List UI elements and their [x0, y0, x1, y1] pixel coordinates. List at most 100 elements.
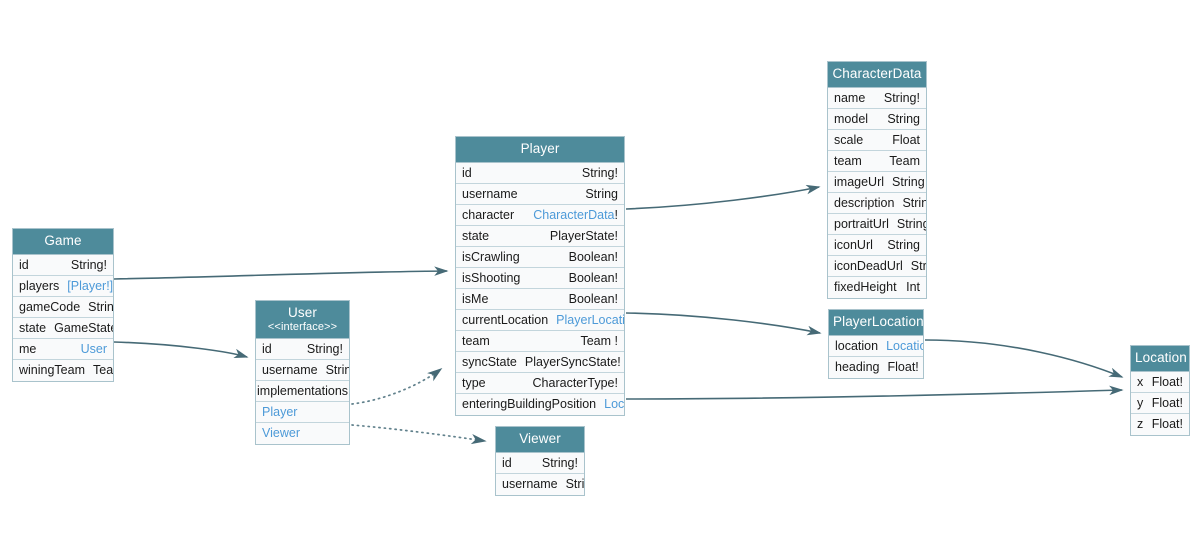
edge-player-currentlocation-to-playerlocation — [625, 312, 822, 336]
field-type: Boolean! — [568, 249, 618, 264]
field-row[interactable]: scale Float — [828, 129, 926, 151]
field-row[interactable]: location Location! — [829, 335, 923, 357]
field-type: GameState! — [54, 320, 113, 335]
field-name: model — [834, 111, 869, 126]
entity-user-name: User — [288, 305, 317, 320]
edge-user-player-implementation — [351, 367, 443, 405]
field-type-link[interactable]: User — [80, 341, 107, 356]
field-row[interactable]: currentLocationPlayerLocation! — [456, 309, 624, 331]
field-type: String — [892, 174, 925, 189]
implementation-row[interactable]: Viewer — [256, 422, 349, 444]
field-type-link[interactable]: Location — [886, 338, 923, 353]
field-name: state — [462, 228, 490, 243]
edge-playerlocation-location-to-location — [924, 339, 1124, 378]
field-name: scale — [834, 132, 864, 147]
field-name: state — [19, 320, 47, 335]
field-name: username — [262, 362, 318, 377]
entity-user-stereotype: <<interface>> — [267, 320, 338, 333]
implementation-link[interactable]: Viewer — [262, 426, 300, 441]
entity-player-title: Player — [456, 137, 624, 163]
entity-playerlocation[interactable]: PlayerLocation locationLocation!headingF… — [828, 309, 924, 379]
field-name: heading — [835, 360, 880, 375]
field-type: String! — [541, 455, 578, 470]
field-row[interactable]: isMe Boolean! — [456, 288, 624, 310]
field-type-link[interactable]: CharacterData — [533, 207, 615, 222]
field-type: String! — [88, 299, 113, 314]
field-name: isMe — [462, 291, 489, 306]
implementations-header: implementations — [256, 380, 349, 402]
field-row[interactable]: id String! — [496, 452, 584, 474]
field-type: CharacterData! — [533, 208, 618, 222]
field-name: x — [1137, 374, 1144, 389]
field-name: location — [835, 338, 879, 353]
field-type: Float — [892, 132, 920, 147]
field-type-link[interactable]: PlayerLocation — [556, 312, 624, 327]
field-row[interactable]: portraitUrlString — [828, 213, 926, 235]
field-row[interactable]: descriptionString — [828, 192, 926, 214]
field-name: players — [19, 278, 60, 293]
field-row[interactable]: gameCode String! — [13, 296, 113, 318]
field-name: winingTeam — [19, 363, 86, 378]
field-type-link[interactable]: [Player!] — [67, 278, 113, 293]
field-row[interactable]: username String — [256, 359, 349, 381]
field-name: id — [502, 455, 512, 470]
field-row[interactable]: state GameState! — [13, 317, 113, 339]
field-row[interactable]: winingTeamTeam — [13, 359, 113, 381]
field-type-link[interactable]: Location — [604, 397, 624, 412]
implementation-link[interactable]: Player — [262, 404, 298, 419]
field-type: Float! — [1151, 395, 1183, 410]
field-type: [Player!] — [67, 279, 113, 293]
field-name: gameCode — [19, 299, 81, 314]
implementation-row[interactable]: Player — [256, 401, 349, 423]
field-name: fixedHeight — [834, 280, 897, 295]
field-name: syncState — [462, 354, 517, 369]
entity-viewer-title: Viewer — [496, 427, 584, 453]
field-row[interactable]: enteringBuildingPositionLocation — [456, 393, 624, 415]
field-name: iconDeadUrl — [834, 258, 903, 273]
field-type: Boolean! — [568, 291, 618, 306]
field-row[interactable]: players [Player!] — [13, 275, 113, 297]
field-name: username — [462, 186, 518, 201]
field-row[interactable]: iconDeadUrlString — [828, 255, 926, 277]
field-type: String — [325, 362, 349, 377]
entity-game-title: Game — [13, 229, 113, 255]
field-type: Location! — [886, 339, 923, 353]
field-type: Team — [889, 153, 920, 168]
implementations-label: implementations — [257, 383, 349, 398]
field-type: String! — [581, 165, 618, 180]
field-type: String! — [883, 90, 920, 105]
